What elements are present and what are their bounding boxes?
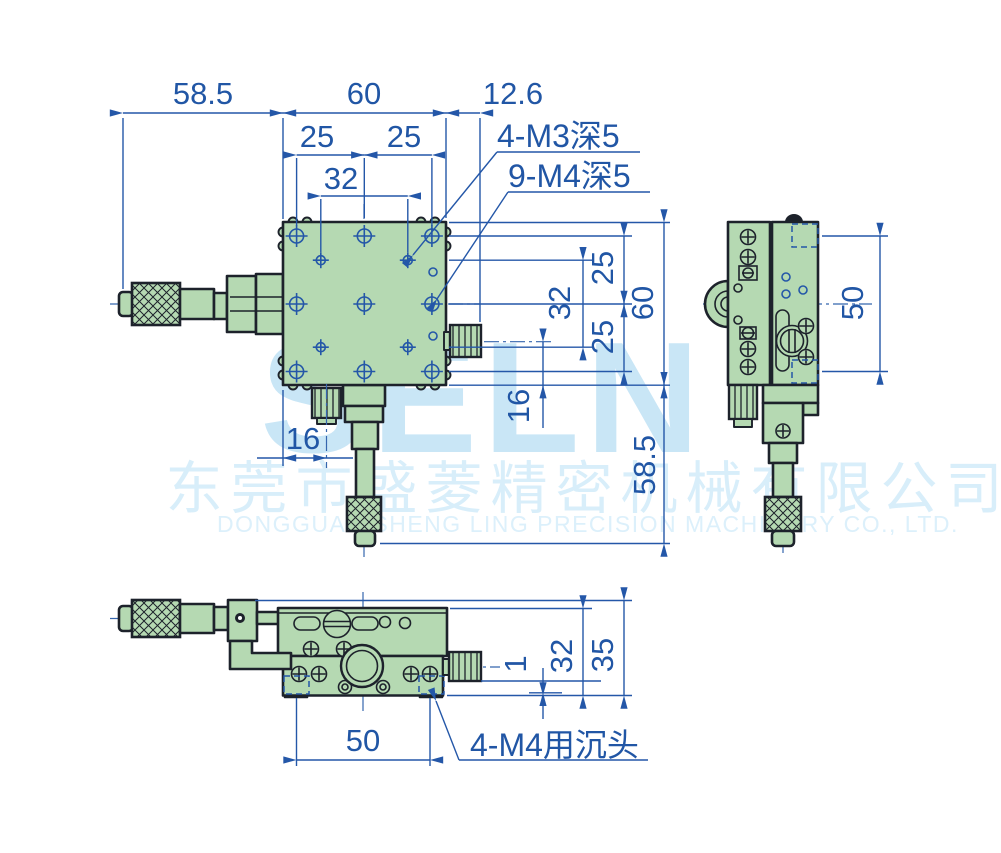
x-clamp-knob bbox=[443, 323, 483, 359]
side-view: 50 bbox=[703, 214, 888, 553]
x-micrometer bbox=[117, 272, 285, 336]
dim-1-step: 1 bbox=[498, 655, 533, 672]
dim-32-bottom: 32 bbox=[544, 639, 579, 673]
bottom-view: 50 4-M4用沉头 1 32 35 bbox=[110, 587, 648, 766]
bracket-arm bbox=[228, 639, 293, 671]
front-view bbox=[110, 204, 483, 560]
dim-12-6-top: 12.6 bbox=[483, 76, 543, 111]
dim-60-right: 60 bbox=[625, 286, 660, 320]
watermark-company-cn: 东莞市盛菱精密机械有限公司 bbox=[166, 457, 1001, 521]
dim-25-left: 25 bbox=[300, 119, 334, 154]
dim-60-top: 60 bbox=[347, 76, 381, 111]
counterbore-left bbox=[283, 675, 310, 695]
dim-50-bottom: 50 bbox=[346, 723, 380, 758]
side-knob-bulge bbox=[703, 279, 730, 329]
dim-58-5-top: 58.5 bbox=[173, 76, 233, 111]
top-pin bbox=[785, 214, 803, 222]
side-clamp-knob bbox=[727, 383, 759, 428]
y-micrometer bbox=[341, 383, 387, 548]
dim-32-top: 32 bbox=[324, 161, 358, 196]
dim-35-bottom: 35 bbox=[585, 638, 620, 672]
side-micrometer bbox=[761, 383, 820, 548]
dim-58-5-right: 58.5 bbox=[627, 435, 662, 495]
label-4-m4-counterbore: 4-M4用沉头 bbox=[470, 727, 639, 763]
bottom-plate-details bbox=[278, 609, 447, 695]
bottom-clamp-knob bbox=[442, 650, 483, 683]
dim-50-side: 50 bbox=[835, 286, 870, 320]
pin-hole-lower bbox=[428, 331, 438, 341]
watermark-company-en: DONGGUAN SHENG LING PRECISION MACHINERY … bbox=[217, 511, 959, 537]
dim-25-right-upper: 25 bbox=[585, 251, 620, 285]
side-right-plate-details bbox=[775, 223, 819, 384]
dim-16-bottom: 16 bbox=[286, 421, 320, 456]
label-9-m4: 9-M4深5 bbox=[508, 158, 631, 194]
side-left-plate-screws bbox=[733, 228, 758, 376]
dim-25-right-lower: 25 bbox=[585, 320, 620, 354]
label-4-m3: 4-M3深5 bbox=[497, 118, 620, 154]
pin-hole-upper bbox=[428, 267, 438, 277]
dim-25-right: 25 bbox=[387, 119, 421, 154]
bottom-view-dimensions: 50 4-M4用沉头 1 32 35 bbox=[255, 587, 648, 766]
dim-32-right: 32 bbox=[542, 286, 577, 320]
bottom-micrometer bbox=[117, 598, 283, 643]
dim-16-right: 16 bbox=[501, 389, 536, 423]
front-view-dimensions: 58.5 60 12.6 25 25 32 4-M3深5 9-M4深5 bbox=[109, 76, 670, 557]
